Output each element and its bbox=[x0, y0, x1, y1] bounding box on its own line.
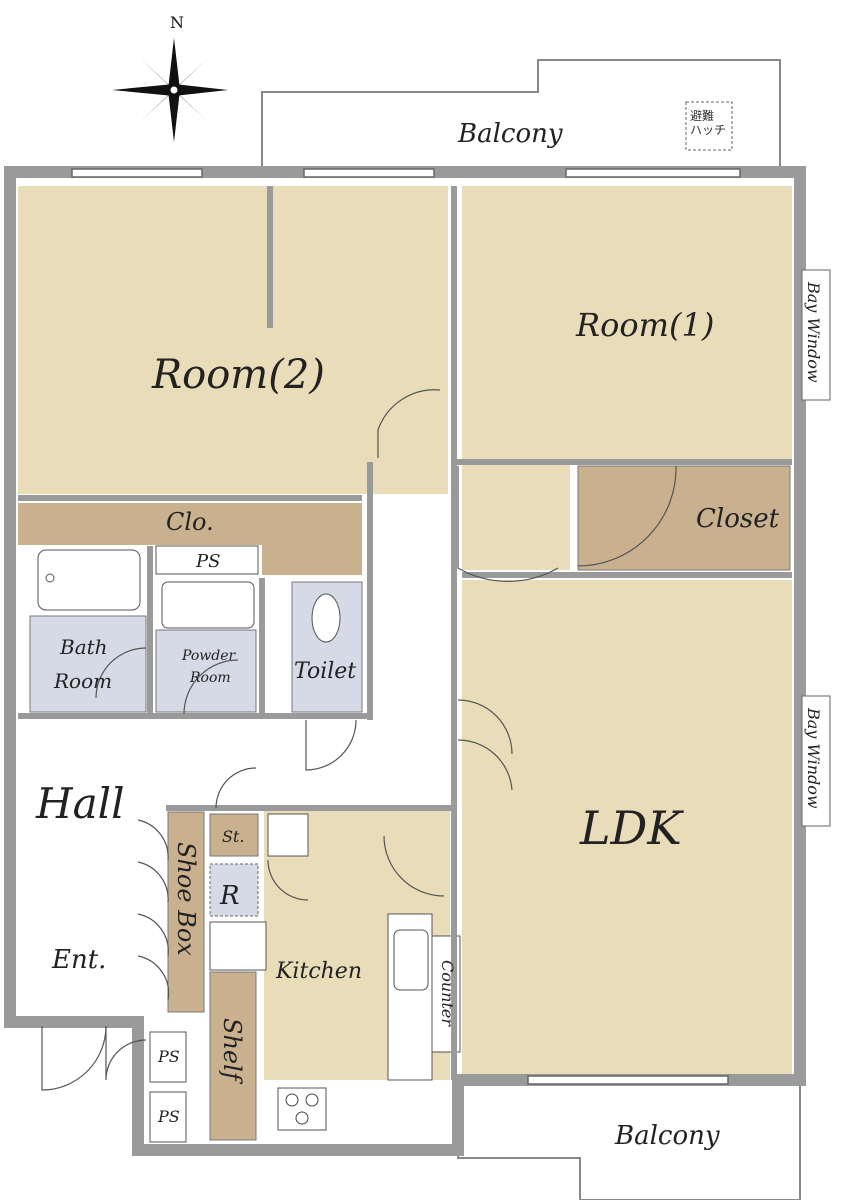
ent-label: Ent. bbox=[51, 945, 106, 975]
ps-box-top bbox=[155, 545, 259, 575]
shelf-label: Shelf bbox=[218, 1018, 246, 1085]
refrigerator-label: R bbox=[219, 881, 240, 911]
hatch-label: 避難ハッチ bbox=[690, 108, 726, 137]
ps-1-label: PS bbox=[157, 1047, 180, 1066]
ldk-floor bbox=[462, 580, 792, 1074]
closet-area bbox=[577, 465, 791, 571]
ps-box-2 bbox=[149, 1091, 187, 1143]
room1-floor bbox=[462, 186, 792, 462]
compass-north-label: N bbox=[170, 13, 184, 32]
interior-walls bbox=[10, 186, 792, 1080]
bath-drain bbox=[45, 573, 55, 583]
room1-label: Room(1) bbox=[575, 306, 714, 344]
counter-label: Counter bbox=[438, 960, 457, 1027]
stove-burner bbox=[295, 1111, 309, 1125]
kitchen-label: Kitchen bbox=[275, 959, 362, 984]
powder-room-label-1: Powder bbox=[181, 648, 237, 664]
bay-window-2 bbox=[801, 695, 831, 827]
bath-room-label-1: Bath bbox=[59, 635, 108, 659]
room2-floor bbox=[18, 186, 448, 494]
refrigerator-space bbox=[209, 863, 259, 917]
room2-label: Room(2) bbox=[151, 352, 325, 398]
clo-label: Clo. bbox=[166, 508, 214, 536]
ps-2-label: PS bbox=[157, 1107, 180, 1126]
door-swings bbox=[41, 389, 677, 1091]
room1-lower-floor bbox=[462, 462, 570, 570]
clo-area-step bbox=[262, 503, 362, 575]
stove-burner bbox=[305, 1093, 319, 1107]
hall-label: Hall bbox=[35, 779, 125, 828]
windows bbox=[71, 168, 741, 1085]
ps-box-1 bbox=[149, 1031, 187, 1083]
stove bbox=[277, 1087, 327, 1131]
bathtub bbox=[37, 549, 141, 611]
st-storage bbox=[209, 813, 259, 857]
shoe-box-label: Shoe Box bbox=[172, 842, 200, 956]
toilet-bowl bbox=[311, 593, 341, 643]
bay-window-2-label: Bay Window bbox=[804, 707, 823, 809]
stove-burner bbox=[285, 1093, 299, 1107]
st-label: St. bbox=[222, 827, 244, 846]
evacuation-hatch bbox=[685, 101, 733, 151]
bay-window-1-label: Bay Window bbox=[804, 281, 823, 383]
ldk-label: LDK bbox=[579, 801, 684, 855]
balcony-bottom-label: Balcony bbox=[614, 1121, 720, 1151]
shelf bbox=[209, 971, 257, 1141]
toilet-label: Toilet bbox=[294, 659, 356, 684]
bath-room-label-2: Room bbox=[53, 669, 112, 693]
closet-label: Closet bbox=[696, 504, 780, 534]
ps-top-label: PS bbox=[195, 551, 220, 572]
shoe-box bbox=[167, 811, 205, 1013]
bay-window-1 bbox=[801, 269, 831, 401]
kitchen-sink bbox=[393, 929, 429, 991]
washbasin bbox=[161, 581, 255, 629]
compass-rose-icon bbox=[112, 38, 228, 142]
balcony-top-label: Balcony bbox=[457, 119, 563, 149]
small-sink bbox=[267, 813, 309, 857]
powder-room-label-2: Room bbox=[189, 670, 231, 686]
bath-room-floor bbox=[29, 615, 147, 713]
kitchen-cabinet bbox=[209, 921, 267, 971]
